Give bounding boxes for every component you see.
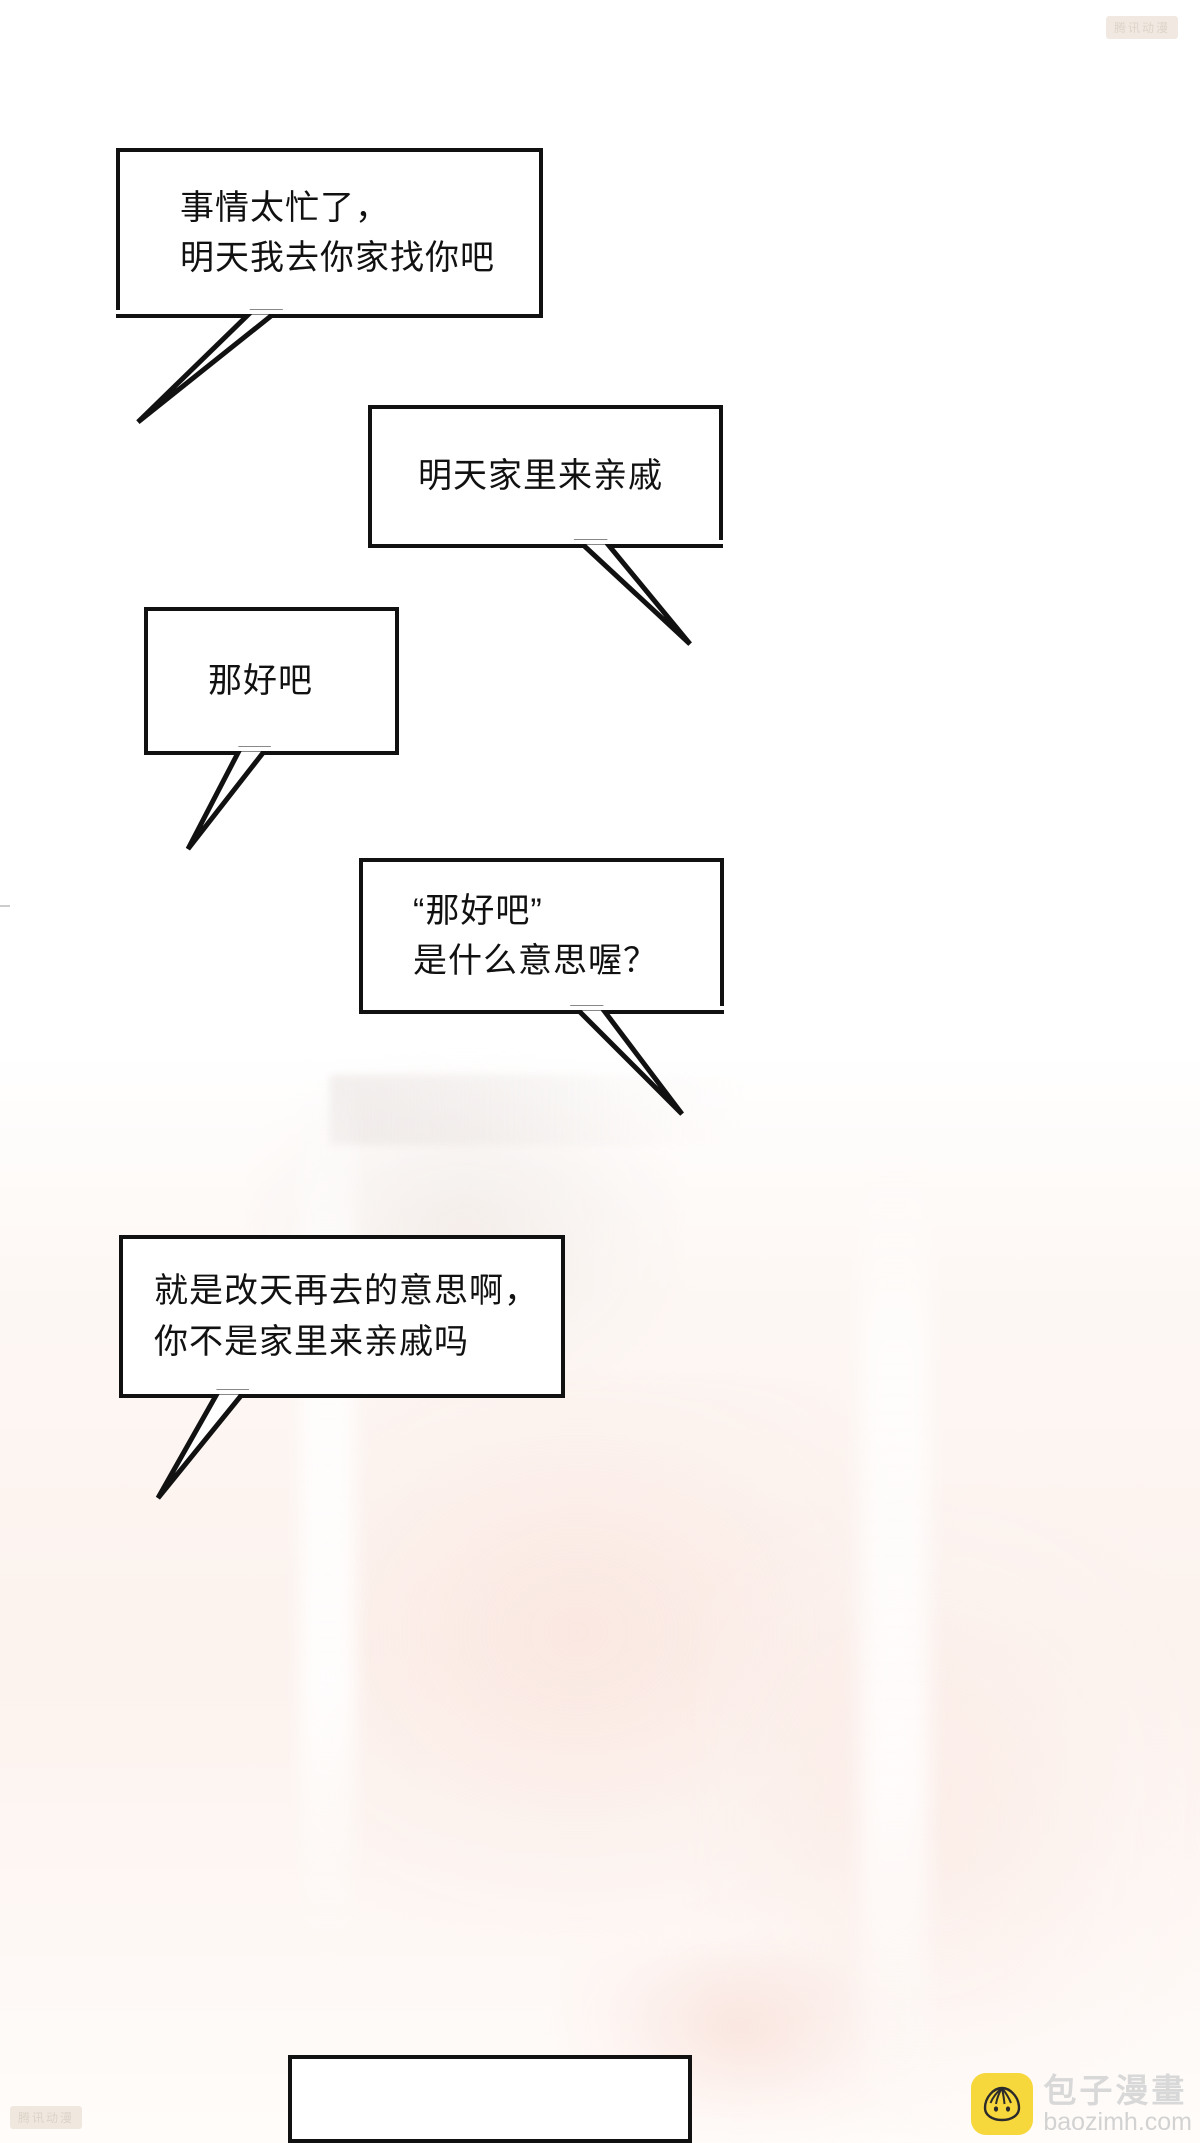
speech-bubble-5-tail bbox=[140, 1389, 310, 1500]
speech-bubble-4: “那好吧” 是什么意思喔？ bbox=[359, 858, 724, 1014]
background-light-streak-right bbox=[860, 1150, 930, 2143]
speech-bubble-3-text: 那好吧 bbox=[208, 661, 313, 700]
background-blob-middle bbox=[330, 1380, 950, 1940]
speech-bubble-2: 明天家里来亲戚 bbox=[368, 405, 723, 548]
speech-bubble-3-tail bbox=[170, 746, 330, 851]
watermark-baozimh-chinese: 包子漫畫 bbox=[1043, 2071, 1188, 2109]
speech-bubble-2-tail bbox=[560, 539, 740, 646]
watermark-bottom-left-label: 腾讯动漫 bbox=[10, 2106, 83, 2129]
speech-bubble-4-tail bbox=[560, 1005, 730, 1116]
watermark-bottom-left: 腾讯动漫 bbox=[10, 2106, 83, 2129]
background-blob-right bbox=[700, 1500, 1200, 2143]
speech-bubble-3: 那好吧 bbox=[144, 607, 399, 755]
speech-bubble-1: 事情太忙了， 明天我去你家找你吧 bbox=[116, 148, 543, 318]
background-warm-gradient bbox=[0, 1050, 1200, 2143]
speech-bubble-6 bbox=[288, 2055, 692, 2143]
speech-bubble-2-text: 明天家里来亲戚 bbox=[418, 457, 663, 496]
baozi-bun-icon bbox=[971, 2073, 1034, 2135]
watermark-baozimh: 包子漫畫 baozimh.com bbox=[971, 2073, 1192, 2135]
speech-bubble-1-tail bbox=[116, 309, 316, 424]
watermark-top-right: 腾讯动漫 bbox=[1100, 14, 1184, 41]
background-light-streak-left bbox=[300, 1060, 356, 1960]
speech-bubble-4-text: “那好吧” 是什么意思喔？ bbox=[413, 891, 658, 980]
watermark-baozimh-site: baozimh.com bbox=[1043, 2107, 1192, 2136]
watermark-top-right-label: 腾讯动漫 bbox=[1105, 16, 1178, 39]
speech-bubble-5-text: 就是改天再去的意思啊， 你不是家里来亲戚吗 bbox=[154, 1272, 539, 1361]
speech-bubble-1-text: 事情太忙了， 明天我去你家找你吧 bbox=[180, 188, 495, 277]
speech-bubble-5: 就是改天再去的意思啊， 你不是家里来亲戚吗 bbox=[119, 1235, 565, 1398]
watermark-baozimh-text: 包子漫畫 baozimh.com bbox=[1043, 2074, 1192, 2135]
left-edge-rule bbox=[0, 905, 10, 907]
